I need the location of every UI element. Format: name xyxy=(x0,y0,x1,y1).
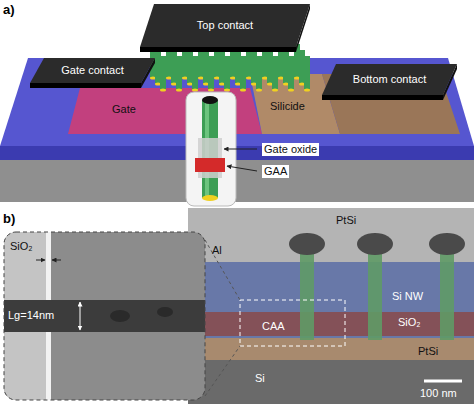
zoom-leader xyxy=(205,346,240,396)
nanowire-tip xyxy=(192,89,198,92)
nanowire-body xyxy=(176,56,182,90)
nanowire-tip xyxy=(224,89,230,92)
nanowire-tip xyxy=(272,89,278,92)
pad-label: Gate contact xyxy=(61,64,123,77)
pad-top xyxy=(140,4,310,47)
nanowire xyxy=(160,56,166,92)
nanowire-body xyxy=(256,56,262,90)
nanowire-body xyxy=(208,56,214,90)
nanowire-body xyxy=(192,56,198,90)
zoom-box xyxy=(240,300,345,346)
nanowire xyxy=(288,56,294,92)
lg-arrow xyxy=(80,302,81,330)
tem-image xyxy=(188,208,474,404)
part-label: GAA xyxy=(262,165,289,178)
leader-line xyxy=(224,149,257,150)
inset-ground xyxy=(4,232,205,400)
ptsi-band xyxy=(188,338,474,360)
part-label: SiO₂ xyxy=(10,240,33,253)
part-label: Si xyxy=(255,372,265,385)
oxide-front xyxy=(0,146,474,160)
part-label: CAA xyxy=(262,320,285,333)
tem-nanowires xyxy=(289,233,465,340)
gaa-ring xyxy=(195,158,225,172)
nanowire-body xyxy=(304,56,310,90)
ptsi-cap xyxy=(289,233,325,255)
ptsi-cap xyxy=(357,233,393,255)
nanowire-body xyxy=(160,56,166,90)
part-label: Silicide xyxy=(270,100,305,113)
tem-inset xyxy=(4,232,205,400)
part-label: PtSi xyxy=(336,214,356,227)
contact-pad: Bottom contact xyxy=(322,64,457,100)
nanowire-body xyxy=(288,56,294,90)
ptsi-cap xyxy=(429,233,465,255)
part-label: Lg=14nm xyxy=(8,309,54,322)
si-substrate xyxy=(188,360,474,404)
nanowire-body xyxy=(224,56,230,90)
nanowire-tip xyxy=(176,89,182,92)
part-label: Gate xyxy=(112,103,136,116)
tem-nanowire xyxy=(440,250,454,340)
part-label: Al xyxy=(212,244,222,257)
pad-front xyxy=(30,83,141,88)
part-label: a) xyxy=(3,3,15,16)
tem-nanowire xyxy=(300,250,314,340)
nanowire-tip xyxy=(256,89,262,92)
nanowire xyxy=(256,56,262,92)
nanowire xyxy=(304,56,310,92)
inset-speck xyxy=(110,310,130,322)
substrate xyxy=(0,160,474,202)
nanowire-tip xyxy=(288,89,294,92)
part-label: 100 nm xyxy=(420,387,457,400)
caa-band xyxy=(188,312,474,336)
part-label: Gate oxide xyxy=(262,143,319,156)
sio2-band xyxy=(188,262,474,340)
al-region xyxy=(188,208,474,264)
pad-front xyxy=(140,47,296,52)
contact-pad: Gate contact xyxy=(30,58,155,88)
part-label: b) xyxy=(3,212,15,225)
sio2-arrow xyxy=(52,260,61,261)
part-label: SiO₂ xyxy=(398,316,421,329)
pad-top xyxy=(322,64,457,95)
inset-speck xyxy=(157,307,173,317)
nanowire-top xyxy=(202,96,218,104)
nanowire-tip xyxy=(208,89,214,92)
nanowire xyxy=(176,56,182,92)
nanowire-tip xyxy=(240,89,246,92)
pad-label: Top contact xyxy=(197,19,253,32)
contact-pad: Top contact xyxy=(140,4,310,52)
sio2-arrow xyxy=(36,260,45,261)
inset-border xyxy=(4,232,205,400)
inset-gate-band xyxy=(4,300,205,332)
nanowire xyxy=(272,56,278,92)
leader-line xyxy=(227,166,257,171)
zoom-leader xyxy=(205,240,240,300)
nanowire-tip xyxy=(202,195,218,201)
part-label: PtSi xyxy=(418,345,438,358)
pad-label: Bottom contact xyxy=(353,73,426,86)
nanowire xyxy=(240,56,246,92)
tem-nanowire xyxy=(368,250,382,340)
scale-bar xyxy=(424,380,462,383)
nanowire xyxy=(224,56,230,92)
pad-top xyxy=(30,58,155,83)
nanowire xyxy=(208,56,214,92)
nanowire-body xyxy=(240,56,246,90)
nanowire-tip xyxy=(160,89,166,92)
pad-front xyxy=(322,95,443,100)
nanowire-tip xyxy=(304,89,310,92)
nanowire xyxy=(192,56,198,92)
nanowire-body xyxy=(272,56,278,90)
part-label: Si NW xyxy=(392,290,423,303)
